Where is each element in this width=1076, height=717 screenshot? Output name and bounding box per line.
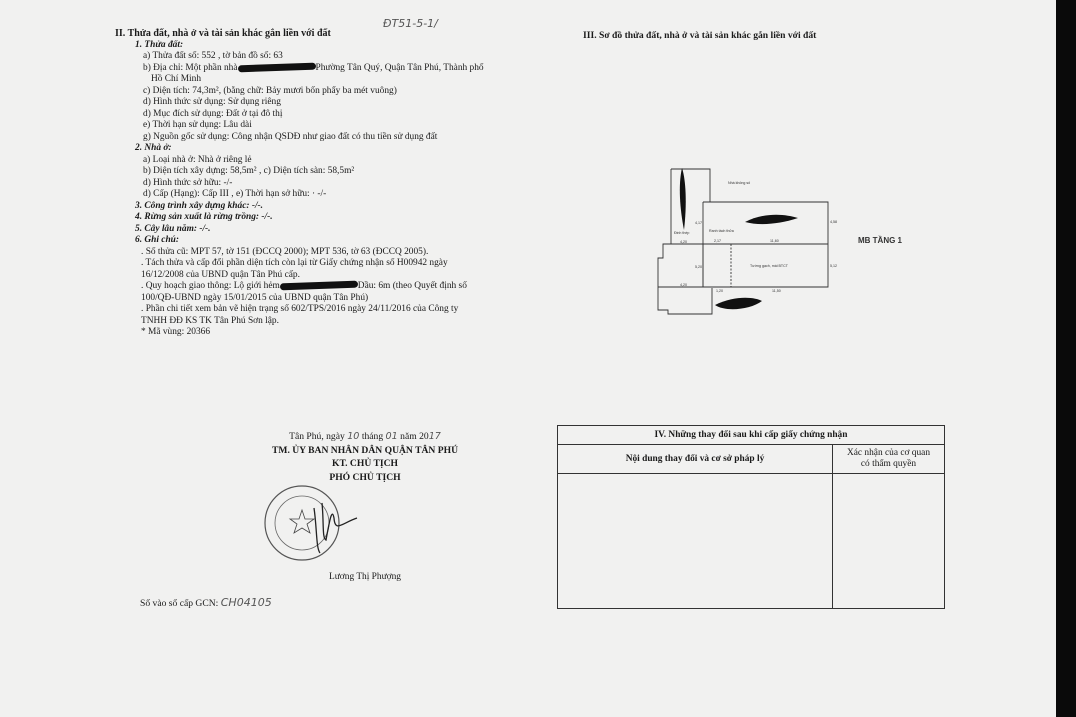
official-stamp [264, 485, 358, 561]
land-address-cont: Hồ Chí Minh [151, 74, 202, 84]
note-line: 100/QĐ-UBND ngày 15/01/2015 của UBND quậ… [141, 292, 369, 303]
note-line: . Phần chi tiết xem bản vẽ hiện trạng số… [141, 304, 459, 314]
main-rect [702, 201, 829, 288]
address-prefix: b) Địa chỉ: Một phần nhà [143, 62, 238, 73]
signer-name: Lương Thị Phượng [329, 572, 401, 582]
house-area: b) Diện tích xây dựng: 58,5m² , c) Diện … [143, 166, 355, 176]
redaction [237, 62, 316, 73]
col-authority-l2: có thẩm quyền [860, 459, 917, 469]
note-prefix: . Quy hoạch giao thông: Lộ giới hẻm [141, 281, 280, 291]
gcn-label: Số vào sổ cấp GCN: [140, 598, 219, 609]
dim-label: 4,20 [680, 283, 687, 287]
dim-label: 5,20 [695, 265, 702, 269]
section-4-title: IV. Những thay đổi sau khi cấp giấy chứn… [557, 425, 945, 445]
label-building: Tường gạch, mái BTCT [750, 264, 789, 268]
gcn-value: CH04105 [220, 596, 272, 609]
change-content-cell [557, 473, 833, 609]
land-parcel: a) Thửa đất số: 552 , tờ bản đồ số: 63 [143, 51, 283, 61]
dim-label: 4,20 [680, 240, 687, 244]
note-line: * Mã vùng: 20366 [141, 327, 211, 337]
date-year: 17 [428, 431, 441, 442]
address-suffix: Phường Tân Quý, Quận Tân Phú, Thành phố [315, 62, 484, 73]
place-date: Tân Phú, ngày 10 tháng 01 năm 2017 [230, 430, 500, 444]
parcel-diagram: Nhà không số Ranh tách thửa Đinh thép Tư… [657, 168, 837, 315]
notes-heading: 6. Ghi chú: [135, 235, 180, 245]
issuing-org: TM. ỦY BAN NHÂN DÂN QUẬN TÂN PHÚ [271, 444, 458, 456]
section-2: II. Thửa đất, nhà ở và tài sản khác gắn … [115, 28, 515, 339]
land-use-origin: g) Nguồn gốc sử dụng: Công nhận QSDĐ như… [143, 131, 438, 142]
forest: 4. Rừng sản xuất là rừng trồng: -/-. [135, 212, 273, 222]
house-ownership: d) Hình thức sở hữu: -/- [143, 177, 233, 188]
redaction [745, 214, 798, 225]
note-suffix: Dầu: 6m (theo Quyết định số [357, 281, 467, 291]
scan-border [1056, 0, 1076, 717]
label-neighbor: Nhà không số [728, 181, 750, 185]
label-fixed-point: Đinh thép [674, 231, 689, 235]
handwritten-note: ĐT51-5-1/ [383, 17, 438, 30]
dim-label: 2,17 [714, 239, 721, 243]
month-label: tháng [361, 431, 384, 442]
note-line: TNHH ĐĐ KS TK Tân Phú Sơn lập. [141, 315, 279, 326]
col-authority-l1: Xác nhận của cơ quan [846, 448, 931, 458]
dim-label: 4,17 [695, 221, 702, 225]
gcn-number: Số vào sổ cấp GCN: CH04105 [140, 596, 272, 609]
redaction [715, 297, 762, 310]
land-area: c) Diện tích: 74,3m², (bằng chữ: Bảy mươ… [143, 85, 397, 96]
dim-label: 1,20 [716, 289, 723, 293]
signer-role-2: PHÓ CHỦ TỊCH [329, 471, 401, 483]
dim-label: 4,58 [830, 220, 837, 224]
dim-label: 11,50 [772, 289, 781, 293]
dim-label: 11,60 [770, 239, 779, 243]
land-heading: 1. Thửa đất: [135, 39, 184, 50]
section-2-title: II. Thửa đất, nhà ở và tài sản khác gắn … [115, 28, 331, 39]
signature-scribble [313, 502, 358, 554]
house-grade: d) Cấp (Hạng): Cấp III , e) Thời hạn sở … [143, 189, 327, 199]
note-line: . Tách thửa và cấp đổi phần diện tích cò… [141, 258, 448, 268]
note-line: . Số thửa cũ: MPT 57, tờ 151 (ĐCCQ 2000)… [141, 246, 429, 257]
section-3-title: III. Sơ đồ thửa đất, nhà ở và tài sản kh… [583, 30, 817, 41]
land-use-purpose: d) Mục đích sử dụng: Đất ở tại đô thị [143, 108, 283, 119]
house-type: a) Loại nhà ở: Nhà ở riêng lẻ [143, 154, 252, 165]
redaction [279, 280, 358, 291]
col-change-content: Nội dung thay đổi và cơ sở pháp lý [557, 444, 833, 474]
label-boundary: Ranh tách thửa [709, 229, 734, 233]
date-day: 10 [347, 431, 360, 442]
land-use-form: d) Hình thức sử dụng: Sử dụng riêng [143, 97, 281, 107]
redaction [679, 168, 686, 230]
signer-role-1: KT. CHỦ TỊCH [331, 458, 398, 469]
date-prefix: Tân Phú, ngày [289, 431, 345, 442]
house-heading: 2. Nhà ở: [135, 143, 172, 153]
note-line: . Quy hoạch giao thông: Lộ giới hẻm Dầu: … [115, 280, 515, 293]
signature-block: Tân Phú, ngày 10 tháng 01 năm 2017 TM. Ủ… [230, 430, 500, 484]
other-construction: 3. Công trình xây dựng khác: -/-. [135, 200, 264, 211]
note-line: 16/12/2008 của UBND quận Tân Phú cấp. [141, 269, 300, 280]
authority-cell [832, 473, 945, 609]
perennial-trees: 5. Cây lâu năm: -/-. [135, 223, 211, 234]
dim-label: 5,12 [830, 264, 837, 268]
date-month: 01 [385, 431, 398, 442]
year-label: năm 20 [400, 431, 429, 442]
land-address: b) Địa chỉ: Một phần nhà Phường Tân Quý, … [115, 62, 515, 75]
changes-table: IV. Những thay đổi sau khi cấp giấy chứn… [557, 425, 945, 609]
land-use-term: e) Thời hạn sử dụng: Lâu dài [143, 120, 252, 130]
floor-label: MB TẦNG 1 [858, 236, 902, 245]
